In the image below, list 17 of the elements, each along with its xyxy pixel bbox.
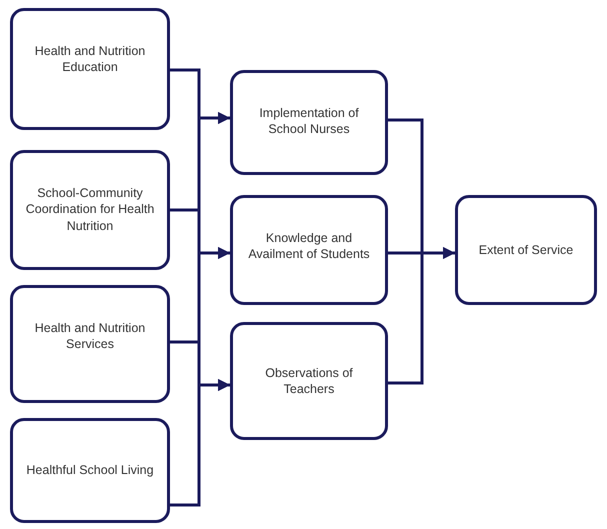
box-label: Knowledge and Availment of Students xyxy=(247,230,371,262)
process-box xyxy=(10,150,170,270)
box-label: Implementation of School Nurses xyxy=(258,105,360,138)
connector-arrow xyxy=(388,247,455,384)
process-box xyxy=(230,322,388,440)
process-box xyxy=(10,8,170,130)
process-box xyxy=(230,70,388,175)
process-box xyxy=(10,285,170,403)
box-label: Health and Nutrition Education xyxy=(34,43,146,76)
process-box xyxy=(10,418,170,523)
box-label: Health and Nutrition Services xyxy=(34,320,146,352)
process-box xyxy=(455,195,597,305)
box-label: Observations of Teachers xyxy=(264,364,354,398)
box-label: Healthful School Living xyxy=(26,462,154,479)
box-label: Extent of Service xyxy=(478,242,574,258)
box-label: School-Community Coordination for Health Nutrition xyxy=(24,185,156,234)
process-box xyxy=(230,195,388,305)
